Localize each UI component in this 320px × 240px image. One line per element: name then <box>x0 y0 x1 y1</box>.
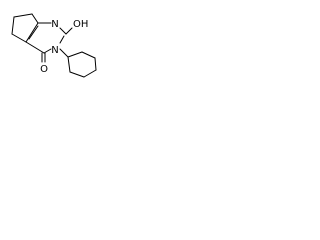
atom-label-oh: OH <box>73 19 88 30</box>
structure-canvas: N OH N O <box>0 0 119 79</box>
bond-c4-c7a <box>25 41 45 54</box>
bond-cy-5-6 <box>69 71 85 78</box>
bond-c7-c7a <box>11 33 27 43</box>
bond-cy-2-3 <box>81 51 96 59</box>
atom-label-o: O <box>40 64 48 75</box>
bond-c7a-c4a-fused <box>25 22 39 43</box>
bond-n3-c1prime <box>59 48 69 58</box>
bond-c6-c7 <box>11 16 15 35</box>
bond-c5-c6 <box>13 13 33 18</box>
atom-label-n-top: N <box>51 19 58 30</box>
bond-n3-c4 <box>43 48 52 54</box>
atom-label-n-bottom: N <box>51 45 58 56</box>
structure-svg: N OH N O <box>11 13 97 78</box>
bond-cy-4-5 <box>83 69 97 78</box>
bond-n1-c2 <box>59 27 67 35</box>
bond-cy-1-2 <box>67 51 83 58</box>
bond-cy-3-4 <box>94 57 97 71</box>
bond-c2-oh <box>65 27 73 35</box>
bond-c4a-c5 <box>31 13 39 24</box>
bond-c7a-c4a-double <box>28 25 39 40</box>
bond-c2-n3 <box>59 35 65 44</box>
bond-cy-6-1 <box>67 56 71 73</box>
bond-group <box>11 13 97 78</box>
